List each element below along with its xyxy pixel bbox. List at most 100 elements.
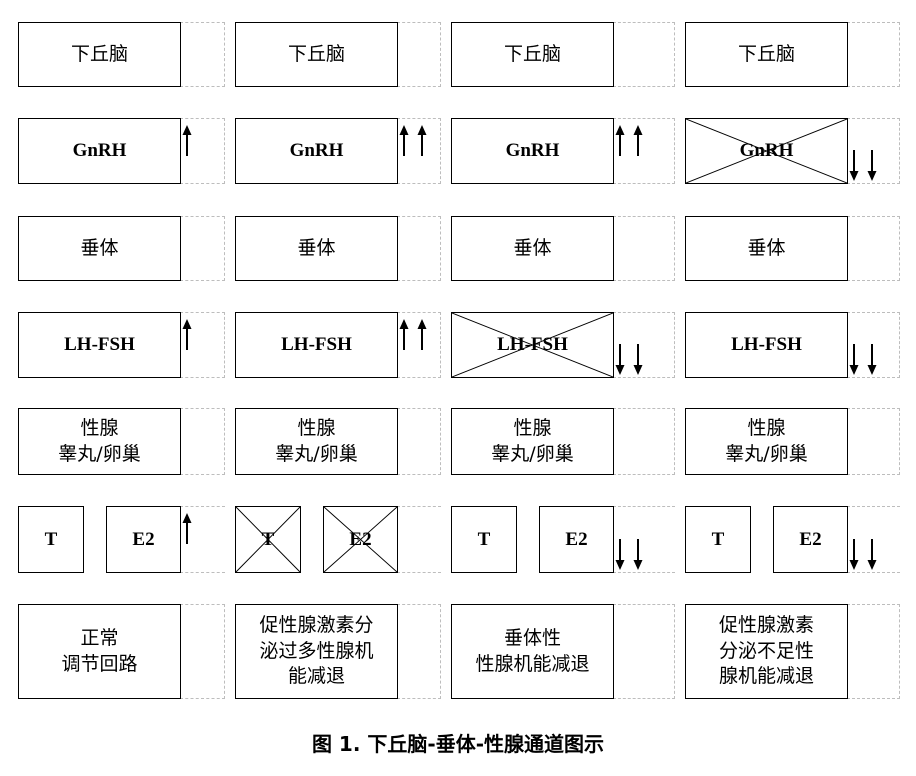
up-arrow-icon: [399, 319, 409, 350]
col3-gonad-box-label: 性腺 睾丸/卵巢: [725, 416, 808, 465]
col2-condition-box-label: 垂体性 性腺机能减退: [475, 626, 590, 675]
up-arrow-icon: [182, 125, 192, 156]
col1-condition-box: 促性腺激素分 泌过多性腺机 能减退: [235, 604, 398, 699]
col2-condition-box: 垂体性 性腺机能减退: [451, 604, 614, 699]
col0-gonad-box-label: 性腺 睾丸/卵巢: [58, 416, 141, 465]
col3-gnrh-box: GnRH: [685, 118, 848, 184]
col2-e2-box-label: E2: [565, 528, 588, 550]
col2-hypothalamus-box-label: 下丘脑: [503, 42, 561, 65]
dashed-guide: [397, 506, 441, 573]
dashed-guide: [613, 506, 675, 573]
dashed-guide: [397, 22, 441, 87]
dashed-guide: [613, 312, 675, 378]
dashed-guide: [613, 604, 675, 699]
col3-e2-arrow: [849, 539, 877, 570]
dashed-guide: [397, 118, 441, 184]
col1-lhfsh-box-label: LH-FSH: [281, 334, 352, 356]
col1-e2-box-label: E2: [349, 528, 372, 550]
col3-condition-box-label: 促性腺激素 分泌不足性 腺机能减退: [718, 614, 814, 688]
col0-lhfsh-box: LH-FSH: [18, 312, 181, 378]
col3-hypothalamus-box-label: 下丘脑: [737, 42, 795, 65]
col2-t-box: T: [451, 506, 517, 573]
dashed-guide: [180, 604, 225, 699]
col0-gnrh-arrow: [182, 125, 192, 156]
col1-t-box-label: T: [261, 528, 275, 550]
col2-lhfsh-arrow: [615, 344, 643, 375]
col3-e2-box-label: E2: [799, 528, 822, 550]
col2-pituitary-box: 垂体: [451, 216, 614, 281]
col2-lhfsh-box-cross-out-icon: [452, 313, 613, 377]
down-arrow-icon: [867, 344, 877, 375]
col2-e2-arrow: [615, 539, 643, 570]
up-arrow-icon: [182, 513, 192, 544]
dashed-guide: [613, 22, 675, 87]
col1-e2-box-cross-out-icon: [324, 507, 397, 572]
col3-e2-box: E2: [773, 506, 848, 573]
col3-lhfsh-arrow: [849, 344, 877, 375]
up-arrow-icon: [615, 125, 625, 156]
col0-pituitary-box: 垂体: [18, 216, 181, 281]
col2-gnrh-arrow: [615, 125, 643, 156]
down-arrow-icon: [633, 344, 643, 375]
col1-e2-box: E2: [323, 506, 398, 573]
col1-t-box-cross-out-icon: [236, 507, 300, 572]
col3-lhfsh-box-label: LH-FSH: [731, 334, 802, 356]
col0-gonad-box: 性腺 睾丸/卵巢: [18, 408, 181, 475]
dashed-guide: [847, 22, 900, 87]
col1-gnrh-box: GnRH: [235, 118, 398, 184]
up-arrow-icon: [182, 319, 192, 350]
col1-gnrh-arrow: [399, 125, 427, 156]
col0-gnrh-box-label: GnRH: [72, 140, 127, 162]
dashed-guide: [847, 408, 900, 475]
col0-gnrh-box: GnRH: [18, 118, 181, 184]
col0-e2-box: E2: [106, 506, 181, 573]
dashed-guide: [180, 216, 225, 281]
col2-e2-box: E2: [539, 506, 614, 573]
col2-hypothalamus-box: 下丘脑: [451, 22, 614, 87]
col0-t-box: T: [18, 506, 84, 573]
dashed-guide: [180, 312, 225, 378]
col1-lhfsh-box: LH-FSH: [235, 312, 398, 378]
col0-hypothalamus-box: 下丘脑: [18, 22, 181, 87]
col3-hypothalamus-box: 下丘脑: [685, 22, 848, 87]
col1-t-box: T: [235, 506, 301, 573]
figure-caption: 图 1. 下丘脑-垂体-性腺通道图示: [311, 732, 605, 756]
col0-t-box-label: T: [44, 528, 58, 550]
col3-pituitary-box-label: 垂体: [747, 236, 786, 259]
dashed-guide: [397, 604, 441, 699]
dashed-guide: [397, 312, 441, 378]
dashed-guide: [847, 216, 900, 281]
col3-gnrh-box-cross-out-icon: [686, 119, 847, 183]
col3-gnrh-box-label: GnRH: [739, 140, 794, 162]
dashed-guide: [613, 118, 675, 184]
dashed-guide: [613, 216, 675, 281]
col3-t-box-label: T: [711, 528, 725, 550]
dashed-guide: [847, 312, 900, 378]
dashed-guide: [847, 506, 900, 573]
col1-hypothalamus-box: 下丘脑: [235, 22, 398, 87]
dashed-guide: [847, 604, 900, 699]
col1-condition-box-label: 促性腺激素分 泌过多性腺机 能减退: [259, 614, 374, 688]
col2-lhfsh-box-label: LH-FSH: [497, 334, 568, 356]
dashed-guide: [180, 118, 225, 184]
col3-pituitary-box: 垂体: [685, 216, 848, 281]
dashed-guide: [180, 408, 225, 475]
dashed-guide: [397, 408, 441, 475]
col0-lhfsh-arrow: [182, 319, 192, 350]
col0-e2-box-label: E2: [132, 528, 155, 550]
col0-condition-box-label: 正常 调节回路: [61, 626, 138, 675]
col3-t-box: T: [685, 506, 751, 573]
col3-gonad-box: 性腺 睾丸/卵巢: [685, 408, 848, 475]
down-arrow-icon: [615, 344, 625, 375]
col1-pituitary-box: 垂体: [235, 216, 398, 281]
up-arrow-icon: [399, 125, 409, 156]
col2-gnrh-box-label: GnRH: [505, 140, 560, 162]
col1-gnrh-box-label: GnRH: [289, 140, 344, 162]
col2-t-box-label: T: [477, 528, 491, 550]
col3-gnrh-arrow: [849, 150, 877, 181]
dashed-guide: [847, 118, 900, 184]
col1-hypothalamus-box-label: 下丘脑: [287, 42, 345, 65]
down-arrow-icon: [849, 344, 859, 375]
col0-pituitary-box-label: 垂体: [80, 236, 119, 259]
down-arrow-icon: [867, 150, 877, 181]
